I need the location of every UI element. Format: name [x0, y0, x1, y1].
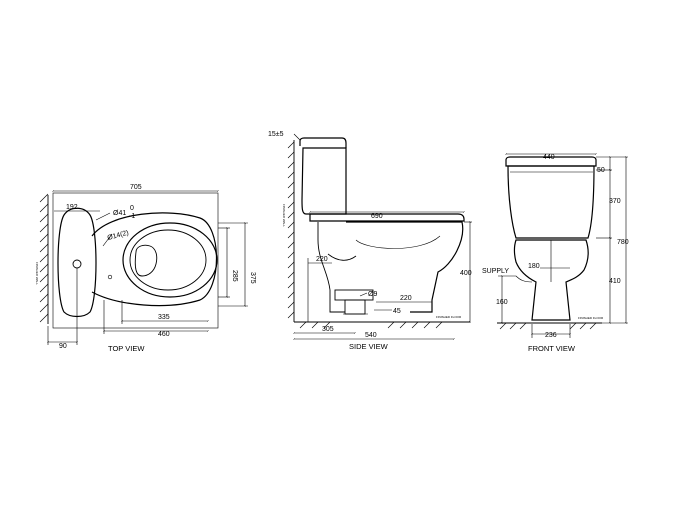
top-bowl-opening: [134, 244, 158, 277]
side-view-title: SIDE VIEW: [349, 342, 389, 351]
dim-front-180: 180: [528, 263, 540, 270]
front-view-title: FRONT VIEW: [528, 344, 576, 353]
top-tank-outline: [57, 207, 97, 318]
dim-side-305: 305: [322, 326, 334, 333]
top-fixing-hole: [107, 274, 113, 280]
dim-top-375: 375: [249, 272, 256, 284]
dim-top-460: 460: [158, 331, 170, 338]
top-seat-inner: [129, 229, 207, 291]
side-trapway: [317, 222, 357, 313]
front-supply-label: SUPPLY: [482, 268, 509, 275]
side-wall-hatch: [287, 140, 295, 322]
top-bounding-box: [52, 192, 219, 329]
dim-top-335: 335: [158, 314, 170, 321]
dim-top-inlet-tol-lower: -1: [129, 213, 135, 220]
front-floor-hatch: [497, 322, 602, 330]
side-floor-hatch: [294, 321, 470, 329]
dim-top-192: 192: [66, 204, 78, 211]
dim-top-fixing-hole: Ø14(2): [107, 230, 130, 242]
top-wall-hatch: [39, 193, 49, 324]
side-inner-bowl: [355, 235, 441, 249]
front-view: 440 50 370 410 780 180 SUPPLY 160 236 FI…: [482, 153, 629, 353]
dim-top-285: 285: [231, 270, 238, 282]
side-view: 15±5 690 220 400 Ø9 220 45 305 540 FINIS…: [268, 131, 472, 351]
top-view: 705 192 Ø41 0 -1 Ø14(2) 285 375 335 460: [35, 184, 256, 353]
side-tank-lid: [299, 137, 347, 148]
dim-front-50: 50: [597, 167, 605, 174]
top-body-outline: [91, 212, 217, 307]
top-inlet-circle: [72, 259, 82, 269]
dim-side-540: 540: [365, 332, 377, 339]
dim-front-440: 440: [543, 154, 555, 161]
dim-side-outlet-dia: Ø9: [368, 291, 377, 298]
dim-top-705: 705: [130, 184, 142, 191]
dim-side-tank-gap: 15±5: [268, 131, 284, 138]
dim-front-780: 780: [617, 239, 629, 246]
dim-side-220-supply: 220: [316, 256, 328, 263]
dim-top-90: 90: [59, 343, 67, 350]
top-view-title: TOP VIEW: [108, 344, 145, 353]
front-bowl: [513, 239, 589, 321]
dim-top-inlet: Ø41: [113, 210, 126, 217]
dim-side-45: 45: [393, 308, 401, 315]
dim-front-370: 370: [609, 198, 621, 205]
side-seat: [309, 213, 465, 222]
dim-top-inlet-tol-upper: 0: [130, 205, 134, 212]
dim-side-220-outlet: 220: [400, 295, 412, 302]
side-floor-note: FINISHED FLOOR: [436, 315, 462, 319]
front-floor-note: FINISHED FLOOR: [578, 316, 604, 320]
side-outlet-pipe: [344, 299, 366, 315]
top-wall-note: FINISHED WALL: [35, 262, 39, 285]
front-tank-body: [507, 165, 595, 239]
dim-side-690: 690: [371, 213, 383, 220]
top-seat-outer: [122, 222, 218, 298]
dim-front-236: 236: [545, 332, 557, 339]
dim-side-400: 400: [460, 270, 472, 277]
front-tank-lid: [505, 156, 597, 167]
side-wall-note: FINISHED WALL: [282, 204, 286, 227]
dim-front-160: 160: [496, 299, 508, 306]
side-bowl: [346, 221, 464, 313]
dim-front-410: 410: [609, 278, 621, 285]
side-tank-body: [301, 147, 347, 215]
